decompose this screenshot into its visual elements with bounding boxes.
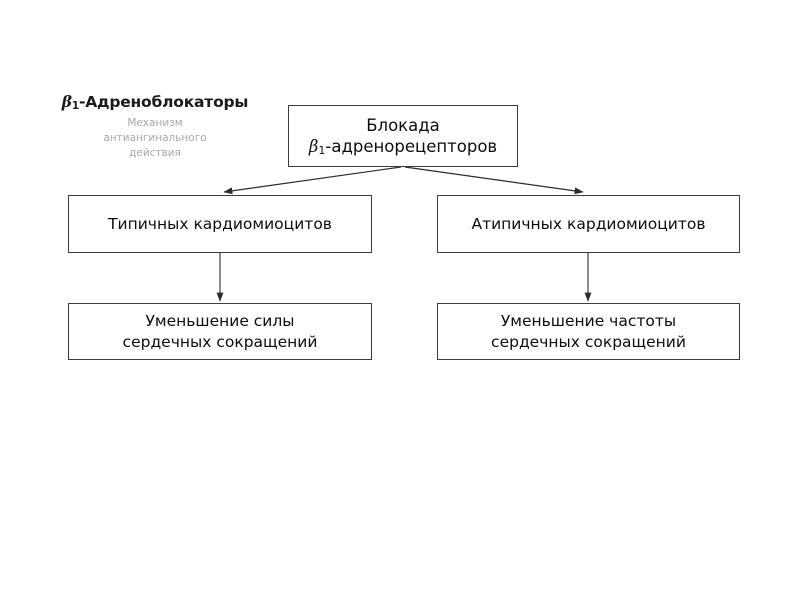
node-blockade-line-2: β1-адренорецепторов	[309, 136, 497, 157]
edge-blockade-to-typical	[223, 166, 402, 195]
beta-glyph: β	[61, 92, 72, 111]
node-atypical-cardiomyocytes[interactable]: Атипичных кардиомиоцитов	[437, 195, 740, 253]
node-typical-cardiomyocytes-label: Типичных кардиомиоцитов	[108, 214, 332, 233]
beta-glyph: β	[308, 137, 319, 156]
page-subtitle-line-3: действия	[129, 147, 181, 160]
node-typical-cardiomyocytes[interactable]: Типичных кардиомиоцитов	[68, 195, 372, 253]
node-reduced-heart-rate-line-2: сердечных сокращений	[491, 332, 686, 351]
node-reduced-contraction-force-line-1: Уменьшение силы	[145, 312, 295, 331]
edge-blockade-to-atypical	[404, 166, 584, 195]
heading-block: β1-Адреноблокаторы Механизм антиангиналь…	[40, 93, 270, 161]
node-atypical-cardiomyocytes-label: Атипичных кардиомиоцитов	[471, 214, 706, 233]
page-subtitle-line-2: антиангинального	[103, 132, 207, 145]
node-blockade-line-2-rest: -адренорецепторов	[325, 137, 498, 156]
page-subtitle: Механизм антиангинального действия	[40, 116, 270, 162]
page-subtitle-line-1: Механизм	[127, 116, 183, 129]
page-title: β1-Адреноблокаторы	[40, 93, 270, 112]
node-reduced-contraction-force-line-2: сердечных сокращений	[122, 332, 318, 351]
subscript-one: 1	[318, 144, 326, 157]
subscript-one: 1	[71, 100, 79, 112]
node-blockade-line-1: Блокада	[366, 115, 440, 135]
node-reduced-contraction-force[interactable]: Уменьшение силы сердечных сокращений	[68, 303, 372, 360]
node-blockade[interactable]: Блокада β1-адренорецепторов	[288, 105, 518, 167]
node-reduced-heart-rate-line-1: Уменьшение частоты	[500, 312, 677, 331]
node-reduced-heart-rate[interactable]: Уменьшение частоты сердечных сокращений	[437, 303, 740, 360]
page-title-rest: -Адреноблокаторы	[78, 93, 249, 111]
